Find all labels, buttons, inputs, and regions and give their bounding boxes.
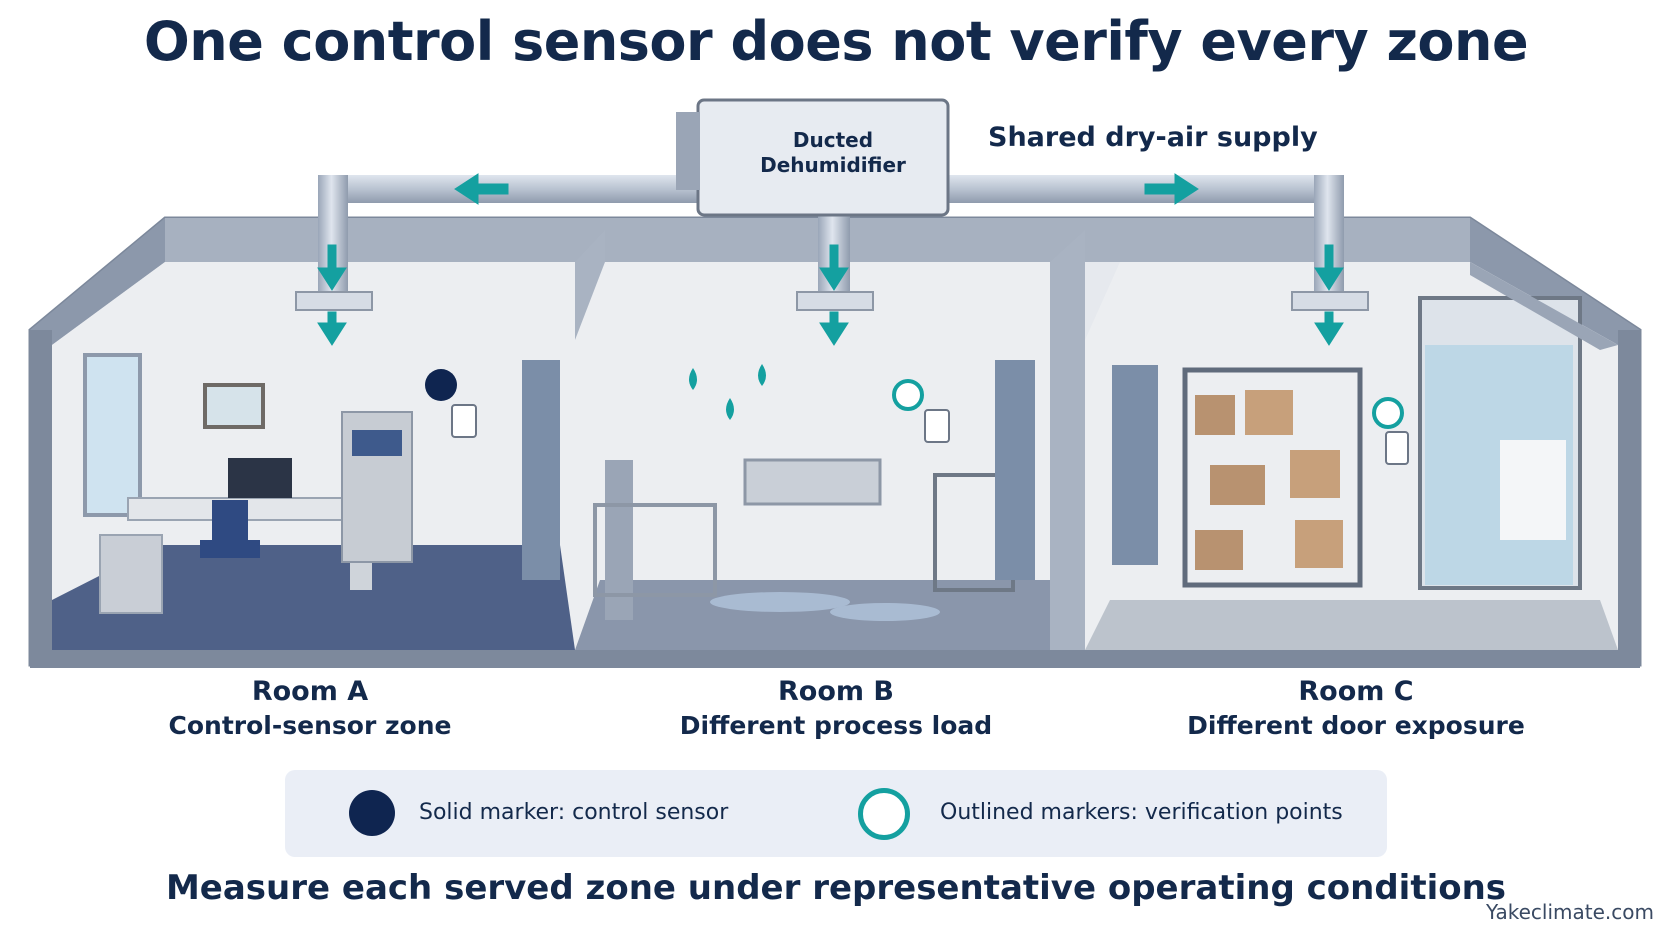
arrow-down-icon [819, 244, 849, 291]
room-a-name: Room A [251, 676, 369, 707]
verification-point-marker-room-b [892, 379, 924, 411]
page-title: One control sensor does not verify every… [143, 10, 1529, 73]
room-b-interior [575, 230, 1085, 650]
arrow-left-icon [454, 173, 509, 205]
room-c-sensor-icon [1385, 431, 1409, 465]
room-a-caption: Room A Control-sensor zone [70, 675, 550, 743]
room-c-name: Room C [1298, 676, 1414, 707]
room-c-caption: Room C Different door exposure [1116, 675, 1596, 743]
legend-solid-label: Solid marker: control sensor [419, 800, 729, 825]
verification-point-marker-room-c [1372, 397, 1404, 429]
room-c-interior [1085, 262, 1618, 650]
control-sensor-marker [425, 369, 457, 401]
arrow-down-icon [1314, 311, 1344, 346]
legend: Solid marker: control sensor Outlined ma… [285, 770, 1387, 857]
dehumidifier-label-line2: Dehumidifier [760, 153, 906, 177]
dehumidifier-label-line1: Ducted [792, 128, 874, 152]
room-b-name: Room B [777, 676, 894, 707]
supply-label: Shared dry-air supply [988, 122, 1318, 153]
room-a-thermostat-icon [451, 404, 477, 438]
arrow-down-icon [1314, 244, 1344, 291]
dehumidifier-label: Ducted Dehumidifier [748, 128, 918, 178]
room-a-desc: Control-sensor zone [168, 711, 452, 740]
room-b-desc: Different process load [679, 711, 993, 740]
room-b-caption: Room B Different process load [596, 675, 1076, 743]
room-b-sensor-icon [924, 409, 950, 443]
arrow-right-icon [1144, 173, 1199, 205]
site-credit: Yakeclimate.com [1486, 900, 1654, 924]
outlined-marker-icon [858, 788, 910, 840]
room-c-desc: Different door exposure [1187, 711, 1525, 740]
arrow-down-icon [819, 311, 849, 346]
airflow-arrows [317, 173, 1344, 346]
arrow-down-icon [317, 244, 347, 291]
solid-marker-icon [349, 790, 395, 836]
footer-message: Measure each served zone under represent… [165, 868, 1507, 908]
moisture-droplets-icon [689, 364, 766, 420]
legend-outlined-label: Outlined markers: verification points [940, 800, 1343, 825]
arrow-down-icon [317, 311, 347, 346]
room-a-interior [52, 230, 605, 650]
